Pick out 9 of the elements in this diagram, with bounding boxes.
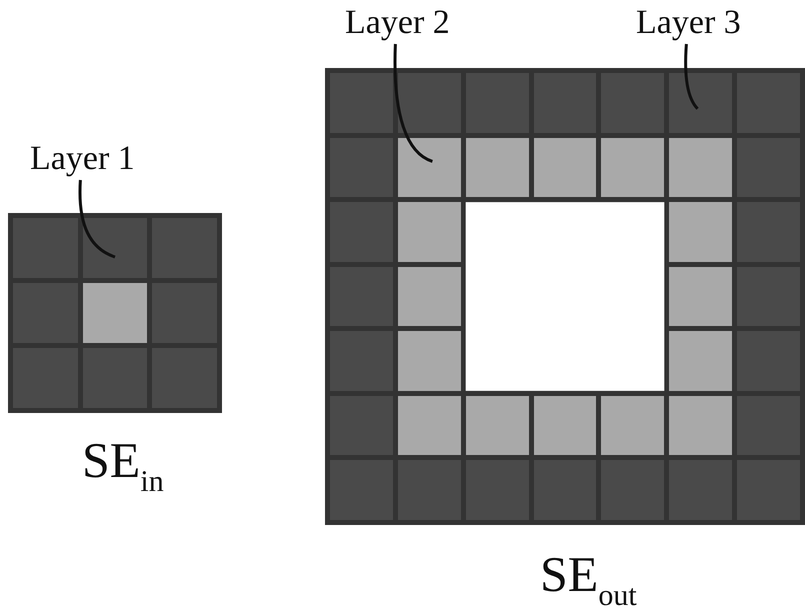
grid-cell — [82, 218, 148, 278]
layer-label: Layer 2 — [345, 4, 450, 42]
leader-line — [684, 44, 699, 110]
leader-line — [394, 44, 434, 163]
grid-cell — [669, 73, 732, 133]
leader-line — [78, 180, 116, 258]
grid-cell — [398, 138, 461, 198]
layer-label: Layer 3 — [636, 4, 741, 42]
layer-label: Layer 1 — [30, 140, 135, 178]
